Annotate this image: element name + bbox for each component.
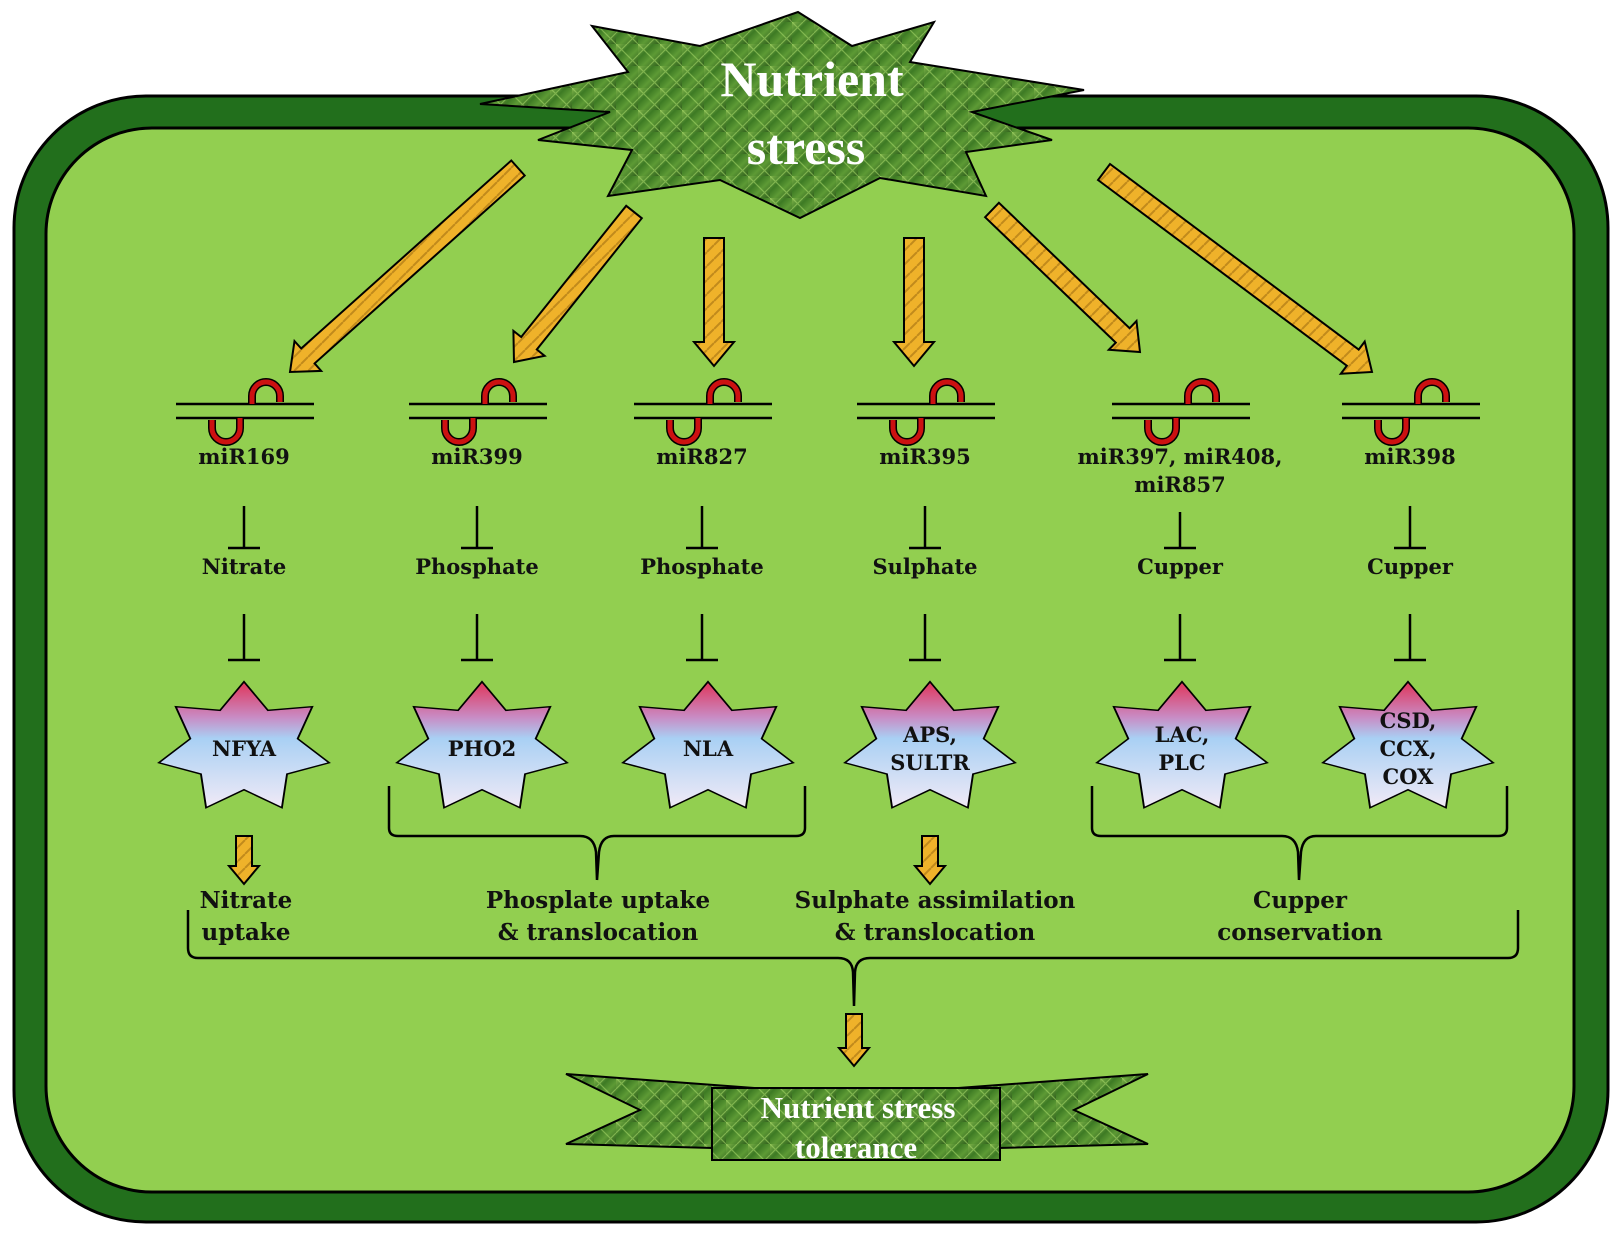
target-gene-label: PLC <box>1158 750 1205 775</box>
outcome-copper-1: Cupper <box>1253 887 1348 914</box>
target-gene-star <box>843 680 1017 809</box>
mirna-structure-icon <box>634 378 772 446</box>
outcome-phosphate-1: Phosplate uptake <box>486 887 710 914</box>
mirna-label: miR399 <box>431 444 523 469</box>
nutrient-label: Sulphate <box>872 554 977 579</box>
result-arrows <box>226 835 948 1068</box>
outcome-phosphate-2: & translocation <box>498 919 699 946</box>
stress-arrow-3 <box>691 237 737 368</box>
grouping-brackets <box>186 786 1520 1007</box>
mirna-structure-icon <box>857 378 995 446</box>
mirna-structure-icon <box>1342 378 1480 446</box>
target-gene-label: NLA <box>683 736 734 761</box>
title-line1: Nutrient <box>720 51 904 107</box>
mirna-label: miR169 <box>198 444 290 469</box>
tolerance-banner: Nutrient stress tolerance <box>565 1073 1149 1165</box>
mirna-label: miR827 <box>656 444 748 469</box>
target-gene-label: NFYA <box>212 736 277 761</box>
bracket-phosphate <box>387 786 807 881</box>
target-gene-star <box>1095 680 1269 809</box>
target-gene-label: LAC, <box>1155 722 1210 747</box>
outcome-labels: Nitrate uptake Phosplate uptake & transl… <box>200 887 1383 946</box>
nutrient-label: Cupper <box>1367 554 1454 579</box>
mirna-structure-icon <box>176 378 314 446</box>
nutrient-label: Phosphate <box>415 554 539 579</box>
outcome-sulphate-2: & translocation <box>835 919 1036 946</box>
outcome-copper-2: conservation <box>1217 919 1383 946</box>
target-gene-label: CSD, <box>1380 708 1437 733</box>
outcome-line2: tolerance <box>795 1130 917 1165</box>
target-gene-label: COX <box>1383 764 1435 789</box>
nutrient-label: Nitrate <box>202 554 287 579</box>
outcome-nitrate-2: uptake <box>202 919 291 946</box>
nutrient-label: Phosphate <box>640 554 764 579</box>
result-arrow-nitrate <box>226 835 262 886</box>
title-line2: stress <box>747 119 866 175</box>
target-gene-label: PHO2 <box>448 736 517 761</box>
mirna-label: miR397, miR408, <box>1078 444 1283 469</box>
stress-arrows <box>288 159 1374 375</box>
result-arrow-sulphate <box>912 835 948 886</box>
stress-arrow-6 <box>1096 162 1374 375</box>
target-gene-star <box>621 680 795 809</box>
target-gene-label: CCX, <box>1379 736 1436 761</box>
mirna-structure-icon <box>409 378 547 446</box>
target-gene-star <box>1321 680 1495 809</box>
cell-interior <box>44 126 1576 1194</box>
mirna-label: miR395 <box>879 444 971 469</box>
mirna-label: miR398 <box>1364 444 1456 469</box>
outcome-sulphate-1: Sulphate assimilation <box>795 887 1076 914</box>
stress-arrow-2 <box>512 204 644 364</box>
bracket-copper <box>1090 786 1509 881</box>
bracket-all <box>186 910 1520 1007</box>
mirna-label: miR857 <box>1134 472 1226 497</box>
target-gene-star <box>157 680 331 809</box>
target-gene-star <box>395 680 569 809</box>
banner-center <box>711 1087 1001 1161</box>
stress-arrow-4 <box>891 237 937 368</box>
nutrient-label: Cupper <box>1137 554 1224 579</box>
mirna-structure-icon <box>1112 378 1250 446</box>
outcome-line1: Nutrient stress <box>761 1090 956 1125</box>
target-gene-label: APS, <box>902 722 957 747</box>
nutrient-stress-leaf: Nutrient stress <box>479 10 1085 220</box>
stress-arrow-1 <box>288 159 527 374</box>
target-gene-label: SULTR <box>890 750 970 775</box>
outcome-nitrate-1: Nitrate <box>200 887 293 914</box>
stress-arrow-5 <box>983 201 1142 354</box>
result-arrow-tolerance <box>836 1013 872 1068</box>
